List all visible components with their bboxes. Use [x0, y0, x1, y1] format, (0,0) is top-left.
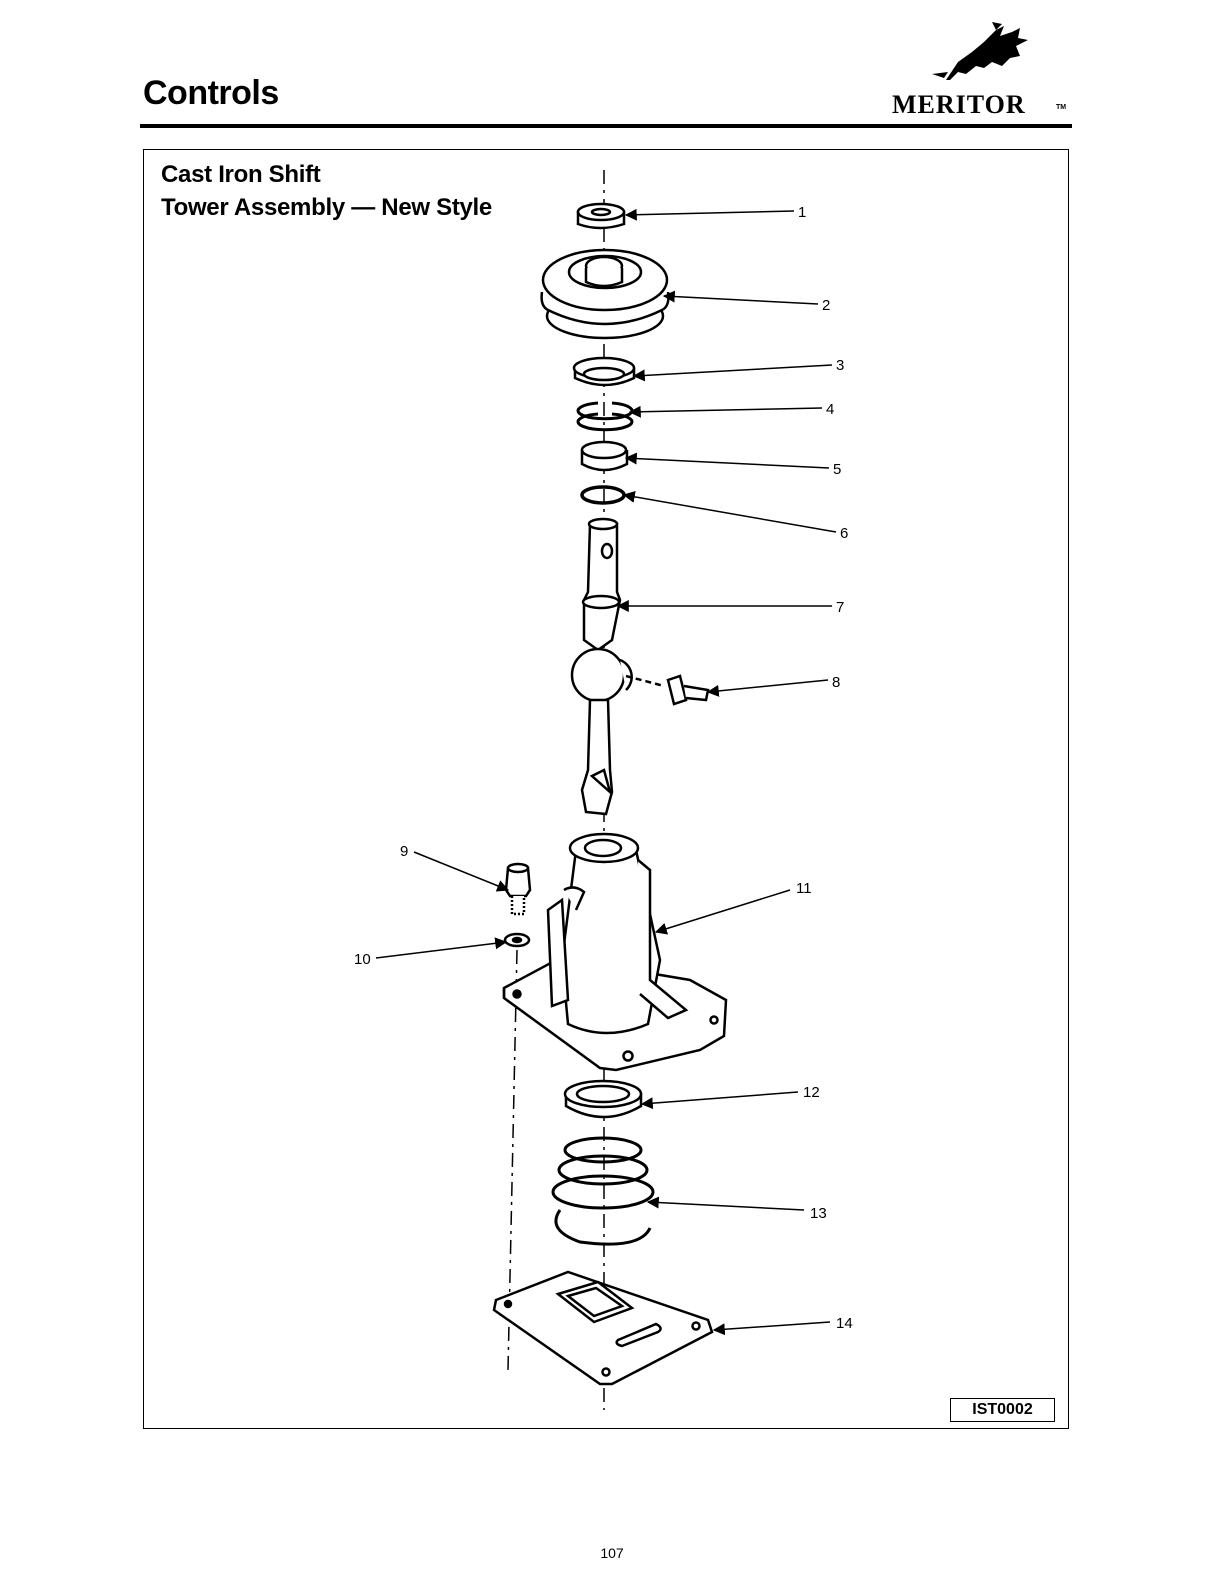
callout-6: 6: [840, 525, 848, 542]
callout-1: 1: [798, 204, 806, 221]
leader-6: [622, 490, 837, 533]
trademark-mark: TM: [1056, 104, 1067, 111]
part-9-bolt: [504, 862, 532, 916]
leader-10: [375, 937, 508, 959]
callout-7: 7: [836, 599, 844, 616]
part-6-o-ring: [580, 485, 626, 505]
leader-1: [624, 208, 795, 221]
leader-11: [654, 889, 791, 935]
part-14-base-plate: [492, 1270, 714, 1386]
leader-8: [706, 679, 829, 697]
callout-13: 13: [810, 1205, 827, 1222]
leader-5: [624, 452, 830, 469]
callout-3: 3: [836, 357, 844, 374]
callout-4: 4: [826, 401, 834, 418]
part-3-bushing: [572, 356, 636, 387]
brand-wordmark: MERITOR: [892, 90, 1026, 119]
leader-12: [640, 1091, 799, 1110]
callout-11: 11: [796, 880, 812, 897]
callout-labels: 1 2 3 4 5 6 7 8 9 10 11 12 13 14: [354, 204, 853, 1332]
leader-13: [646, 1196, 805, 1211]
part-13-spring: [551, 1136, 655, 1246]
callout-5: 5: [833, 461, 841, 478]
part-11-tower-housing: [502, 832, 728, 1072]
figure-title-line-2: Tower Assembly — New Style: [161, 194, 492, 221]
bull-icon: [932, 22, 1028, 80]
leader-3: [632, 364, 833, 382]
page-number: 107: [600, 1545, 624, 1561]
callout-9: 9: [400, 843, 408, 860]
figure-title-line-1: Cast Iron Shift: [161, 161, 321, 188]
leader-14: [712, 1321, 831, 1336]
figure-code: IST0002: [950, 1398, 1055, 1422]
brand-logo: MERITOR TM: [888, 22, 1078, 122]
callout-12: 12: [803, 1084, 820, 1101]
leader-9: [413, 851, 510, 892]
part-12-seal: [563, 1079, 643, 1119]
part-8-screw: [625, 674, 710, 706]
page-title: Controls: [143, 74, 279, 112]
figure-frame: [143, 149, 1069, 1429]
figure-title: Cast Iron Shift Tower Assembly — New Sty…: [161, 158, 492, 224]
part-4-ring: [576, 401, 634, 432]
callout-2: 2: [822, 297, 830, 314]
part-2-cap: [540, 248, 670, 340]
part-7-shift-lever: [570, 517, 633, 816]
leader-lines: [375, 208, 837, 1336]
leader-2: [662, 290, 819, 305]
header-rule: [140, 124, 1072, 128]
part-1-nut: [576, 202, 626, 230]
callout-14: 14: [836, 1315, 853, 1332]
callout-8: 8: [832, 674, 840, 691]
part-10-washer: [503, 932, 531, 948]
leader-4: [628, 405, 823, 418]
callout-10: 10: [354, 951, 371, 968]
part-5-collar: [580, 440, 629, 472]
